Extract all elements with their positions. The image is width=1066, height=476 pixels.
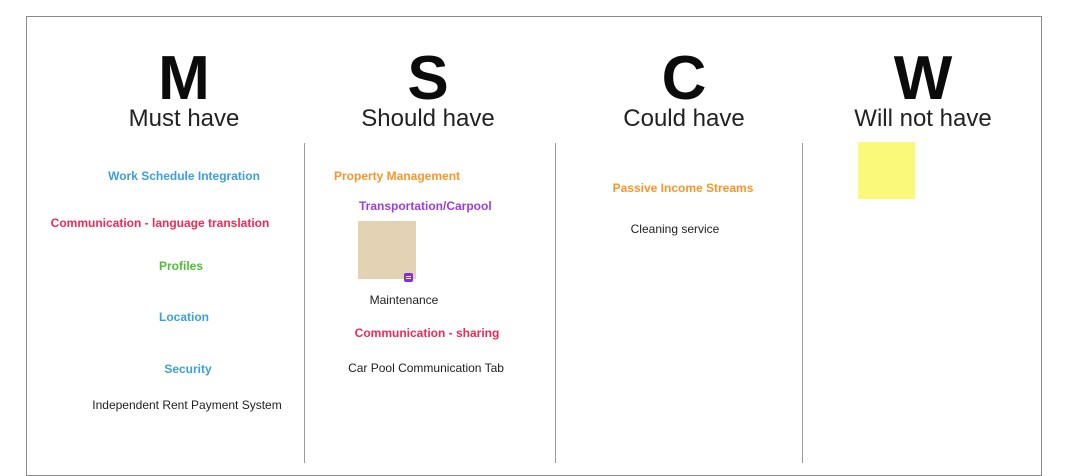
- note-passive-income-streams[interactable]: Passive Income Streams: [612, 181, 754, 195]
- note-maintenance[interactable]: Maintenance: [369, 293, 439, 307]
- comment-icon[interactable]: [404, 273, 413, 282]
- note-cleaning-service[interactable]: Cleaning service: [630, 222, 720, 236]
- column-letter-should: S: [407, 44, 449, 113]
- column-letter-must: M: [158, 44, 210, 113]
- column-divider: [304, 143, 305, 463]
- column-title-will-not: Will not have: [854, 105, 992, 132]
- note-car-pool-communication-tab[interactable]: Car Pool Communication Tab: [348, 361, 504, 375]
- note-security[interactable]: Security: [164, 362, 212, 376]
- column-title-could: Could have: [623, 105, 745, 132]
- column-divider: [802, 143, 803, 463]
- note-work-schedule-integration[interactable]: Work Schedule Integration: [108, 169, 260, 183]
- column-title-must: Must have: [128, 105, 240, 132]
- sticky-note-tan[interactable]: [358, 221, 416, 279]
- note-transportation-carpool[interactable]: Transportation/Carpool: [359, 199, 492, 213]
- note-profiles[interactable]: Profiles: [158, 259, 204, 273]
- note-property-management[interactable]: Property Management: [334, 169, 461, 183]
- column-letter-could: C: [661, 44, 707, 113]
- column-letter-will-not: W: [893, 44, 953, 113]
- note-location[interactable]: Location: [159, 310, 209, 324]
- note-independent-rent-payment-system[interactable]: Independent Rent Payment System: [92, 398, 282, 412]
- sticky-note-yellow[interactable]: [858, 142, 915, 199]
- note-communication-language-translation[interactable]: Communication - language translation: [50, 216, 270, 230]
- moscow-board: [26, 16, 1042, 476]
- column-title-should: Should have: [361, 105, 495, 132]
- column-divider: [555, 143, 556, 463]
- note-communication-sharing[interactable]: Communication - sharing: [354, 326, 500, 340]
